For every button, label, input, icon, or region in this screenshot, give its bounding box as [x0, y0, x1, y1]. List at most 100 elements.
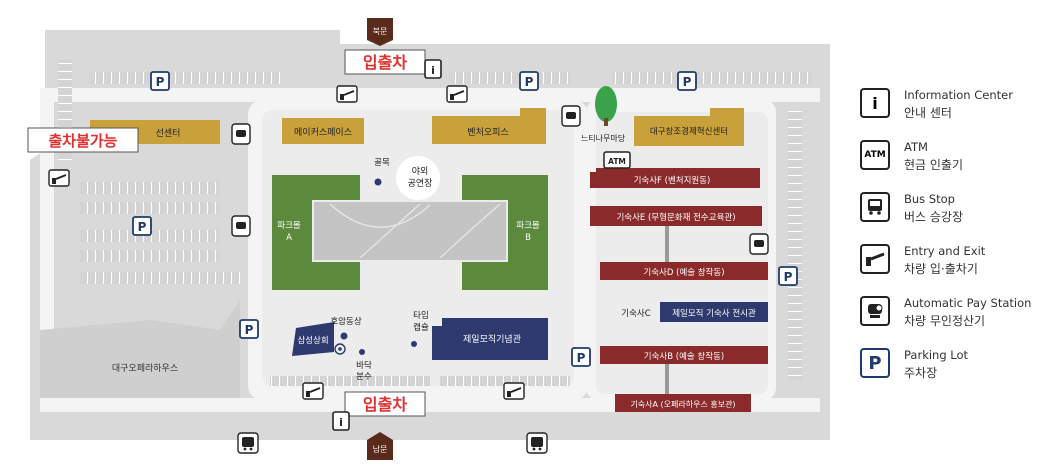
bus-icon	[237, 432, 259, 454]
creative-center-label: 대구창조경제혁신센터	[650, 126, 728, 137]
north-gate	[367, 18, 393, 46]
parking-icon: P	[778, 266, 798, 286]
north-entry-callout-text: 입출차	[363, 53, 407, 72]
dorm-a	[615, 394, 751, 412]
parking-rows-west-5	[80, 272, 240, 284]
venture-office-building	[432, 108, 546, 144]
pay-station-icon	[749, 233, 769, 255]
svg-text:P: P	[525, 75, 534, 89]
floor-fountain-icon	[334, 343, 346, 355]
parking-icon: P	[150, 71, 170, 91]
pay-station-icon	[561, 105, 581, 127]
parking-icon: P	[132, 216, 152, 236]
svg-text:P: P	[156, 75, 165, 89]
south-entry-callout-text: 입출차	[363, 395, 407, 414]
legend-row-info: i Information Center 안내 센터	[860, 86, 1040, 138]
parking-rows-south-2	[440, 376, 570, 386]
svg-text:ATM: ATM	[608, 157, 626, 166]
west-no-exit-callout	[27, 127, 139, 153]
outdoor-stage-label-2: 공연장	[408, 178, 433, 189]
dorm-d-label: 기숙사D (예술 창작동)	[643, 267, 724, 278]
floor-fountain-center	[338, 347, 342, 351]
svg-text:P: P	[577, 351, 586, 365]
zelkova-trunk	[604, 118, 608, 126]
samsung-sanghoe	[292, 322, 334, 356]
zelkova-tree	[595, 86, 617, 122]
bus-icon	[526, 432, 548, 454]
atm-icon: ATM	[603, 151, 631, 169]
parking-rows-south-1	[270, 376, 430, 386]
floor-fountain-label-1: 바닥	[356, 360, 372, 371]
legend-label-ko: 차량 무인정산기	[904, 314, 986, 328]
legend-label-en: Entry and Exit	[904, 244, 986, 258]
dorm-c-exhibit	[660, 302, 768, 322]
floor-fountain-label-2: 분수	[356, 372, 372, 382]
north-gate-label: 북문	[373, 27, 388, 36]
parking-rows-east-v	[788, 110, 802, 380]
outdoor-stage-label-1: 야외	[412, 165, 429, 177]
samsung-sanghoe-label: 삼성상회	[297, 335, 328, 346]
parking-icon: P	[571, 347, 591, 367]
parking-rows-north-2	[450, 72, 570, 84]
svg-text:P: P	[683, 75, 692, 89]
dorm-c-exhibit-label: 제일모직 기숙사 전시관	[672, 308, 756, 319]
dorm-b	[600, 346, 768, 364]
legend-label-ko: 주차장	[904, 366, 938, 380]
parking-rows-west-3	[80, 230, 220, 242]
parking-icon: P	[860, 348, 890, 378]
park-mall-b-label-2: B	[525, 233, 531, 243]
dorm-a-label: 기숙사A (오페라하우스 홍보관)	[630, 399, 735, 409]
legend-label-en: Information Center	[904, 88, 1013, 102]
venture-office-label: 벤처오피스	[467, 126, 508, 138]
dorm-connector-2	[665, 364, 669, 394]
parking-rows-north-3	[612, 72, 812, 84]
legend-label-ko: 안내 센터	[904, 106, 952, 120]
hoam-statue-label: 호암동상	[330, 316, 361, 327]
gate-barrier-icon	[503, 382, 525, 400]
parking-icon: P	[519, 71, 539, 91]
pay-station-icon	[231, 215, 251, 237]
legend-row-pay: Automatic Pay Station 차량 무인정산기	[860, 294, 1040, 346]
creative-center-building	[634, 108, 744, 146]
legend-label-ko: 버스 승강장	[904, 210, 964, 224]
alley-marker	[374, 178, 382, 186]
park-mall-a-label-1: 파크몰	[277, 221, 301, 231]
time-capsule-label-2: 캡슐	[413, 322, 429, 333]
svg-text:i: i	[339, 416, 343, 429]
gate-barrier-icon	[446, 85, 468, 103]
dorm-b-label: 기숙사B (예술 창작동)	[644, 351, 724, 362]
parking-icon: P	[239, 319, 259, 339]
parking-rows-west-2	[80, 202, 220, 214]
north-road	[40, 88, 820, 102]
gate-barrier-icon	[860, 244, 890, 274]
central-court	[314, 202, 506, 260]
park-mall-b-label-1: 파크몰	[516, 221, 540, 231]
dorm-c-label: 기숙사C	[621, 309, 650, 319]
park-mall-b	[462, 175, 548, 290]
makers-space-building	[282, 118, 364, 144]
legend-label-ko: 현금 인출기	[904, 158, 964, 172]
dorm-f	[590, 168, 760, 188]
jeil-memorial-label: 제일모직기념관	[463, 334, 521, 345]
svg-text:P: P	[138, 220, 147, 234]
time-capsule-label-1: 타임	[413, 310, 429, 321]
bus-icon	[860, 192, 890, 222]
floor-fountain-marker	[359, 349, 365, 355]
jeil-memorial	[432, 318, 548, 360]
legend-label-en: ATM	[904, 140, 928, 154]
gate-barrier-icon	[48, 169, 70, 187]
map-legend: i Information Center 안내 센터 ATM ATM 현금 인출…	[860, 86, 1040, 398]
south-gate	[367, 432, 393, 460]
parking-icon: P	[677, 71, 697, 91]
legend-row-atm: ATM ATM 현금 인출기	[860, 138, 1040, 190]
dorm-f-label: 기숙사F (벤처지원동)	[634, 175, 711, 186]
court-lines	[329, 203, 501, 259]
dorm-connector-1	[665, 226, 669, 262]
info-icon: i	[424, 59, 442, 79]
hoam-statue-marker	[340, 332, 348, 340]
dorm-e-label: 기숙사E (무형문화재 전수교육관)	[616, 212, 735, 223]
south-entry-callout	[344, 391, 426, 417]
makers-space-label: 메이커스페이스	[294, 127, 352, 138]
parking-rows-north-1	[90, 72, 280, 84]
